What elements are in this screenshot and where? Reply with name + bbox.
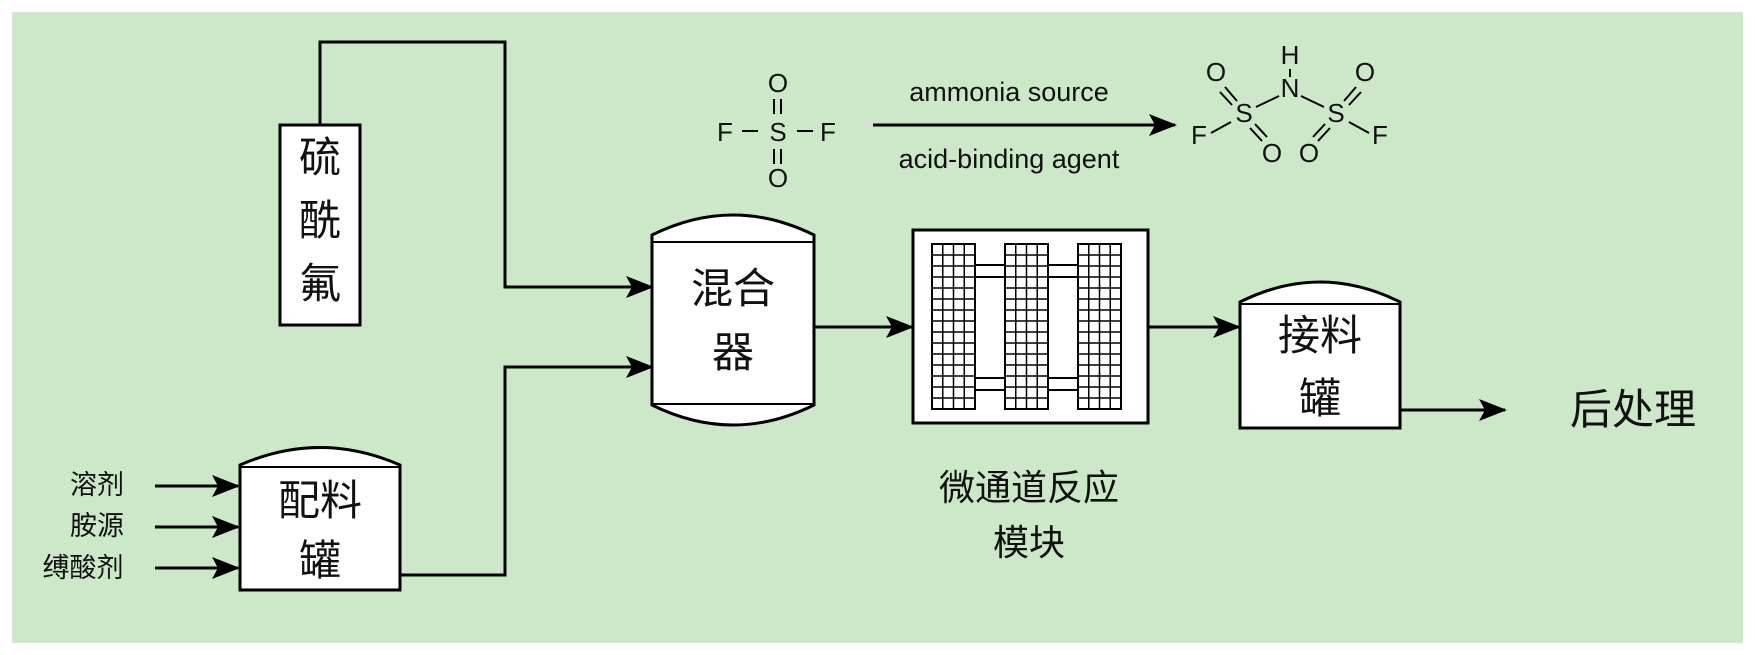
bis-fluorosulfonyl-imide-structure: H N S S O O O O F F <box>1191 40 1388 168</box>
reaction-condition-top: ammonia source <box>909 77 1109 107</box>
atom-o-top: O <box>768 68 788 98</box>
receiving-tank-label-2: 罐 <box>1299 374 1341 423</box>
bond <box>1343 86 1357 102</box>
bond <box>1210 121 1232 134</box>
receiving-tank <box>1238 280 1402 430</box>
bond <box>1312 123 1326 138</box>
input-solvent: 溶剂 <box>70 470 124 501</box>
bond <box>1249 127 1263 142</box>
sulfuryl-fluoride-label-3: 氟 <box>299 259 341 308</box>
atom-o1: O <box>1206 57 1226 87</box>
atom-o3: O <box>1262 138 1282 168</box>
sulfuryl-fluoride-cylinder <box>278 123 362 327</box>
input-amine-source: 胺源 <box>70 511 124 542</box>
bond <box>1300 95 1325 108</box>
prep-tank-label-1: 配料 <box>278 476 362 525</box>
prep-tank <box>238 446 402 592</box>
mixer-label-2: 器 <box>712 328 754 377</box>
post-treatment-label: 后处理 <box>1570 385 1696 434</box>
mixer-label-1: 混合 <box>691 264 775 313</box>
bond <box>1348 91 1362 106</box>
atom-f-left: F <box>717 117 733 147</box>
atom-o2: O <box>1355 57 1375 87</box>
atom-h: H <box>1281 40 1300 70</box>
reactor-channel-plates <box>931 243 1122 410</box>
atom-f1: F <box>1191 120 1207 150</box>
receiving-tank-label-1: 接料 <box>1278 311 1362 360</box>
atom-o-bottom: O <box>768 163 788 193</box>
bond <box>1219 91 1233 106</box>
bond <box>1348 121 1370 134</box>
reactor-label-2: 模块 <box>993 523 1065 564</box>
atom-s2: S <box>1327 98 1344 128</box>
mixer-vessel <box>650 213 816 427</box>
bond <box>1317 127 1331 142</box>
atom-n: N <box>1281 73 1300 103</box>
sulfuryl-fluoride-structure: F S F O O <box>717 68 836 193</box>
sulfuryl-fluoride-label-1: 硫 <box>299 133 341 182</box>
atom-s: S <box>769 117 786 147</box>
bond <box>1255 95 1280 108</box>
sulfuryl-fluoride-label-2: 酰 <box>299 196 341 245</box>
bond <box>1254 123 1268 138</box>
reactor-label-1: 微通道反应 <box>939 468 1119 509</box>
input-acid-binding-agent: 缚酸剂 <box>43 553 124 584</box>
atom-s1: S <box>1235 98 1252 128</box>
bond <box>1224 86 1238 102</box>
atom-f-right: F <box>820 117 836 147</box>
atom-f2: F <box>1372 120 1388 150</box>
prep-feed-line <box>400 356 654 577</box>
gas-feed-line <box>318 40 654 298</box>
atom-o4: O <box>1299 138 1319 168</box>
reaction-condition-bottom: acid-binding agent <box>899 144 1120 174</box>
prep-tank-label-2: 罐 <box>299 536 341 585</box>
